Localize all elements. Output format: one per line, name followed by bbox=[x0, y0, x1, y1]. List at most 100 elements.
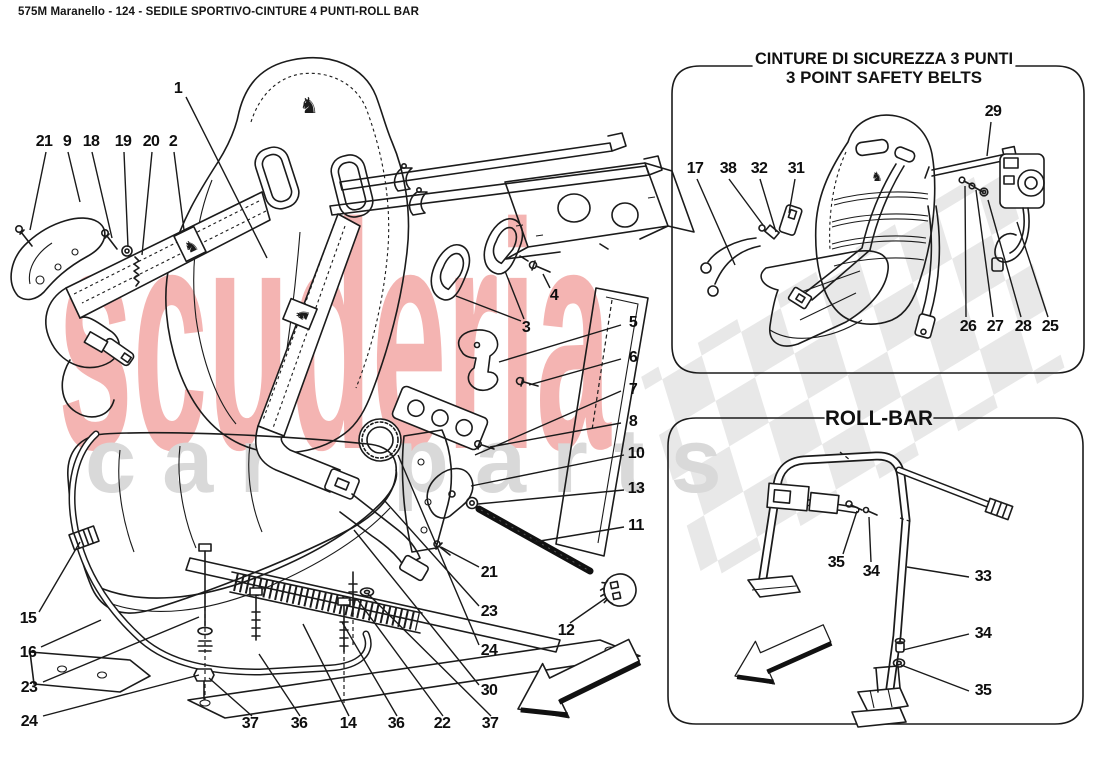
belt-logo-patch: ♞ bbox=[173, 225, 207, 263]
scuderia-watermark-text: scuderia bbox=[58, 158, 612, 517]
callout-belts3-32: 32 bbox=[750, 160, 768, 177]
ferrari-horse-icon: ♞ bbox=[299, 93, 319, 118]
belts3-seat-drawing: ♞ bbox=[700, 114, 1045, 347]
screw bbox=[528, 260, 551, 273]
washer bbox=[121, 245, 133, 257]
brace-end-bracket bbox=[984, 497, 1014, 521]
callout-main-7: 7 bbox=[628, 381, 638, 398]
washer bbox=[892, 658, 906, 668]
brand-watermark: scuderia bbox=[58, 158, 612, 517]
callout-main-24: 24 bbox=[20, 713, 38, 730]
belt-buckle bbox=[324, 468, 360, 500]
track-slider-ribs bbox=[233, 573, 420, 631]
belts3-title-english: 3 POINT SAFETY BELTS bbox=[786, 68, 982, 87]
callout-main-2: 2 bbox=[168, 133, 178, 150]
callout-main-19: 19 bbox=[114, 133, 132, 150]
belt-end-hardware bbox=[45, 287, 135, 418]
callout-main-3: 3 bbox=[521, 319, 531, 336]
harness-straps: ♞ ♞ bbox=[45, 191, 429, 582]
checkered-flag-watermark bbox=[641, 160, 1065, 584]
callout-rollbar-35: 35 bbox=[827, 554, 845, 571]
ferrari-horse-icon: ♞ bbox=[181, 236, 201, 258]
seat-track-assembly bbox=[29, 543, 641, 719]
callout-main-12: 12 bbox=[557, 622, 575, 639]
callout-belts3-28: 28 bbox=[1014, 318, 1032, 335]
callout-main-23: 23 bbox=[20, 679, 38, 696]
belt-adjuster bbox=[399, 554, 429, 582]
buckle-stalk bbox=[778, 204, 803, 236]
washer-nut bbox=[359, 587, 375, 597]
callout-main-8: 8 bbox=[628, 413, 638, 430]
callout-main-11: 11 bbox=[628, 517, 644, 534]
callout-main-9: 9 bbox=[62, 133, 72, 150]
belt-anchor bbox=[914, 313, 936, 339]
callout-belts3-25: 25 bbox=[1041, 318, 1059, 335]
belts3-leader-lines bbox=[696, 121, 1049, 318]
main-leader-lines bbox=[29, 96, 625, 717]
mount-plate bbox=[391, 385, 495, 451]
rollbar-title: ROLL-BAR bbox=[825, 407, 933, 430]
recliner-knob bbox=[358, 418, 402, 462]
screw bbox=[958, 176, 989, 197]
callout-rollbar-33: 33 bbox=[974, 568, 992, 585]
callout-main-22: 22 bbox=[433, 715, 451, 732]
ferrari-horse-icon: ♞ bbox=[871, 169, 883, 184]
belt-retractor bbox=[991, 153, 1045, 272]
callout-main-37: 37 bbox=[241, 715, 259, 732]
callout-rollbar-35: 35 bbox=[974, 682, 992, 699]
belts3-panel-border bbox=[671, 65, 1085, 374]
callout-main-16: 16 bbox=[19, 644, 37, 661]
callout-belts3-31: 31 bbox=[787, 160, 805, 177]
callout-main-6: 6 bbox=[628, 349, 638, 366]
callout-belts3-27: 27 bbox=[986, 318, 1004, 335]
belt-buckle bbox=[787, 286, 813, 310]
callout-main-20: 20 bbox=[142, 133, 160, 150]
harness-slot bbox=[254, 146, 374, 218]
callout-main-30: 30 bbox=[480, 682, 498, 699]
belts3-panel: CINTURE DI SICUREZZA 3 PUNTI 3 POINT SAF… bbox=[671, 49, 1085, 374]
rollbar-leader-lines bbox=[842, 510, 970, 692]
screw bbox=[845, 500, 878, 516]
screw bbox=[473, 439, 495, 450]
callout-rollbar-34: 34 bbox=[974, 625, 992, 642]
callout-main-10: 10 bbox=[627, 445, 645, 462]
callout-main-14: 14 bbox=[339, 715, 357, 732]
callout-rollbar-34: 34 bbox=[862, 563, 880, 580]
callout-belts3-38: 38 bbox=[719, 160, 737, 177]
side-trim-piece bbox=[10, 217, 140, 301]
rollbar-mount-plates bbox=[766, 482, 840, 515]
rollbar-foot bbox=[747, 575, 801, 598]
belt-guide-rings bbox=[430, 218, 551, 301]
screw bbox=[101, 229, 118, 250]
washer bbox=[465, 496, 479, 510]
base-plate bbox=[187, 639, 641, 719]
recliner-mechanism bbox=[358, 418, 453, 553]
callout-main-4: 4 bbox=[549, 287, 559, 304]
callout-belts3-26: 26 bbox=[959, 318, 977, 335]
rollbar-drawing bbox=[734, 451, 1014, 728]
callout-belts3-29: 29 bbox=[984, 103, 1002, 120]
callout-belts3-17: 17 bbox=[686, 160, 704, 177]
rollbar-panel: ROLL-BAR bbox=[667, 407, 1084, 728]
callout-main-36: 36 bbox=[387, 715, 405, 732]
adjustment-knob bbox=[599, 573, 637, 607]
foot-plate bbox=[29, 651, 151, 693]
rollbar-foot-right bbox=[851, 665, 909, 728]
screw bbox=[15, 225, 33, 247]
callout-main-21: 21 bbox=[480, 564, 498, 581]
callout-main-21: 21 bbox=[35, 133, 53, 150]
callout-main-37: 37 bbox=[481, 715, 499, 732]
ferrari-horse-icon: ♞ bbox=[293, 305, 314, 325]
callout-main-1: 1 bbox=[173, 80, 183, 97]
watermark-layer: scuderia car parts bbox=[58, 158, 1065, 584]
rail-clamp bbox=[393, 163, 428, 216]
spring bbox=[133, 256, 140, 287]
callout-main-24: 24 bbox=[480, 642, 498, 659]
callout-main-18: 18 bbox=[82, 133, 100, 150]
direction-arrow bbox=[517, 638, 642, 719]
bolt bbox=[337, 597, 351, 653]
callout-main-5: 5 bbox=[628, 314, 638, 331]
